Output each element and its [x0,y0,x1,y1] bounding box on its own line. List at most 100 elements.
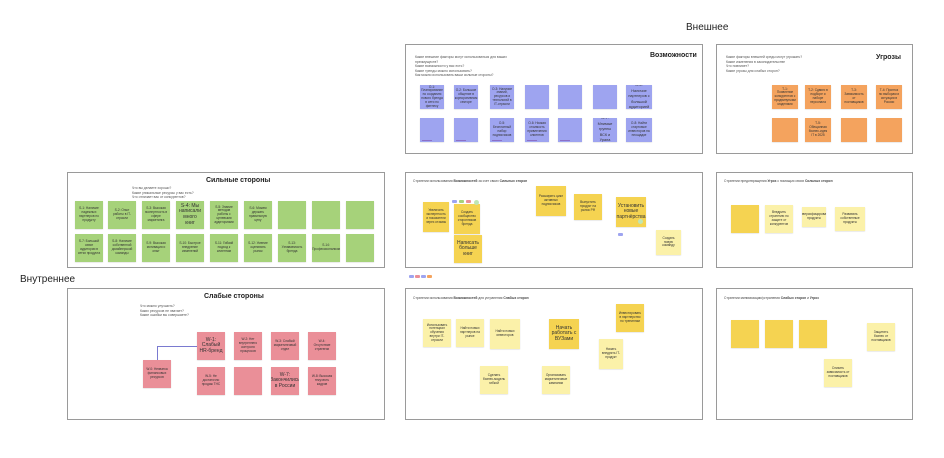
sticky-note[interactable]: W-7: Закончились в России [271,367,299,395]
sticky-note[interactable]: Выпустить продукт на рынок РФ [574,194,602,220]
sticky-note[interactable]: O-3: Наличие знаний, ресурсов и технолог… [490,85,514,109]
sticky-note[interactable]: S-2: Опыт работы в IT-отрасли [108,201,136,229]
sticky-note[interactable]: S-14: Профессионализм [312,234,340,262]
sticky-note[interactable]: Диверсифицировать продукты [802,207,826,227]
sticky-note[interactable]: Найти новых инвесторов [490,319,520,349]
sticky-note[interactable]: Начать внедрять IT-продукт [599,339,623,369]
sticky-note[interactable] [312,201,340,229]
sticky-note[interactable]: Установить новые партнёрства [616,197,646,227]
sticky-note[interactable]: S-12: Умение оценивать рынок [244,234,272,262]
sticky-note[interactable] [420,118,444,142]
sticky-note[interactable]: Т-2: Сдвиги в подборе и наборе персонала [805,85,831,109]
sticky-note[interactable]: Снизить зависимость от поставщиков [824,359,852,387]
sticky-note[interactable]: Сделать бизнес-модель гибкой [480,366,508,394]
sticky-note[interactable]: S-9: Высокая мотивация и опыт [142,234,170,262]
sticky-note[interactable] [876,118,902,142]
sticky-note[interactable]: W-4: Отсутствие стратегии [308,332,336,360]
sticky-note[interactable]: S-4: Мы написали много книг [176,201,204,229]
sticky-note[interactable]: O-8: Найти стартовые инвесторов на площа… [626,118,652,142]
sticky-note[interactable] [454,118,478,142]
sticky-note[interactable] [731,205,759,233]
sticky-note[interactable]: Защитить бизнес от поставщиков [867,323,895,351]
color-chip [427,275,432,278]
check-icon [638,219,643,224]
sticky-note[interactable]: Расширить цикл активных подписчиков [536,186,566,216]
sticky-note[interactable]: S-11: Гибкий подход к клиентам [210,234,238,262]
sticky-note[interactable]: O-6: Низкая стоимость привлечения клиент… [525,118,549,142]
sticky-note[interactable]: Т-3: Зависимость от поставщиков [841,85,867,109]
sticky-note[interactable]: Написать больше книг [454,235,482,263]
wt-hint: Стратегии минимизации/устранения Слабых … [724,296,819,300]
sticky-note[interactable] [346,201,374,229]
sticky-note[interactable] [278,201,306,229]
sticky-note[interactable]: O-5: Бесплатный набор подписчиков [490,118,514,142]
weaknesses-title: Слабые стороны [204,293,264,300]
strengths-questions: Что вы делаете хорошо? Какие уникальные … [132,186,194,200]
sticky-note[interactable]: Инвестировать в партнерство по тренингам [616,304,644,332]
heading-external: Внешнее [686,22,729,33]
so-strategies-frame[interactable]: Стратегии использования Возможностей за … [405,172,703,268]
sticky-note[interactable]: S-5: Знание методов работы с целевыми ау… [210,201,238,229]
sticky-note[interactable]: Т-5: Обещанная бизнес-идея IT в 2025 [805,118,831,142]
sticky-note[interactable]: S-8: Наличие собственной дизайнерской ко… [108,234,136,262]
sticky-note[interactable] [525,85,549,109]
sticky-note[interactable]: O-7: Мнимые группы ВСК и Урала [593,118,617,142]
sticky-note[interactable] [765,320,793,348]
heading-internal: Внутреннее [20,274,76,285]
color-chip [415,275,420,278]
wo-hint: Стратегии использования Возможностей для… [413,296,529,300]
sticky-note[interactable] [772,118,798,142]
sticky-note[interactable]: Создать новую команду [656,230,681,255]
sticky-note[interactable]: S-13: Узнаваемость бренда [278,234,306,262]
sticky-note[interactable]: S-3: Высокая экспертность в сфере маркет… [142,201,170,229]
weaknesses-frame[interactable]: Слабые стороны Что можно улучшить? Каких… [67,288,385,420]
threats-title: Угрозы [876,54,901,61]
threats-frame[interactable]: Какие факторы внешней среды могут угрожа… [716,44,913,154]
sticky-note[interactable]: W-8: Высокая текучесть кадров [308,367,336,395]
sticky-note[interactable]: S-6: Можем держать правильную цену [244,201,272,229]
sticky-note[interactable]: W-2: Нет внутреннего контроля процессов [234,332,262,360]
sticky-note[interactable] [558,85,582,109]
sticky-note[interactable]: W-0: Нехватка финансовых ресурсов [143,360,171,388]
strengths-frame[interactable]: Что вы делаете хорошо? Какие уникальные … [67,172,385,268]
wt-strategies-frame[interactable]: Стратегии минимизации/устранения Слабых … [716,288,913,420]
sticky-note[interactable] [731,320,759,348]
sticky-note[interactable]: S-10: Быстрое внедрение изменений [176,234,204,262]
weaknesses-questions: Что можно улучшить? Каких ресурсов не хв… [140,304,189,318]
sticky-note[interactable] [799,320,827,348]
opportunities-title: Возможности [650,52,697,59]
sticky-note[interactable] [346,234,374,262]
sticky-note[interactable]: Организовать маркетинговые кампании [542,366,570,394]
sticky-note[interactable]: W-5: Не достаточно продаж ТНС [197,367,225,395]
wo-strategies-frame[interactable]: Стратегии использования Возможностей для… [405,288,703,420]
st-strategies-frame[interactable]: Стратегии предотвращения Угроз с помощью… [716,172,913,268]
sticky-note[interactable]: S-7: Большой охват аудитории в сетях про… [75,234,103,262]
sticky-note[interactable]: Начать работать с ВУЗами [549,319,579,349]
sticky-note[interactable]: O-2: Большое общение в корпоративном сек… [454,85,478,109]
sticky-note[interactable]: Внедрить стратегию по защите от конкурен… [765,205,793,233]
opportunities-questions: Какие внешние факторы могут использовать… [415,55,507,78]
color-chip [452,200,457,203]
sticky-note[interactable]: O-4: Наличие партнеров с большой аудитор… [626,85,652,109]
opportunities-frame[interactable]: Какие внешние факторы могут использовать… [405,44,703,154]
sticky-note[interactable] [841,118,867,142]
sticky-note[interactable] [593,85,617,109]
sticky-note[interactable] [558,118,582,142]
sticky-note[interactable]: S-1: Наличие надежных партнеров по проду… [75,201,103,229]
color-chip [421,275,426,278]
sticky-note[interactable]: O-1: Планирование по созданию нового бре… [420,85,444,109]
sticky-note[interactable]: Т-4: Прогноз по выборам и ситуации в Рос… [876,85,902,109]
sticky-note[interactable]: Увеличить экспертность и показатели чере… [423,202,449,232]
sticky-note[interactable]: Создать сообщество сторонников бренда [454,204,480,234]
sticky-note[interactable] [234,367,262,395]
check-icon [474,200,479,205]
sticky-note[interactable]: W-1: Слабый HR-бренд [197,332,225,360]
sticky-note[interactable]: Найти новых партнеров на рынке [456,319,484,347]
threats-questions: Какие факторы внешней среды могут угрожа… [726,55,803,73]
connector-line [157,346,198,361]
sticky-note[interactable]: W-3: Слабый маркетинговый отдел [271,332,299,360]
so-hint: Стратегии использования Возможностей за … [413,179,528,183]
sticky-note[interactable]: Т-1: Появление конкурентов с продвинутым… [772,85,798,109]
sticky-note[interactable]: Использовать потенциал обучения внутри I… [423,319,451,347]
sticky-note[interactable]: Развивать собственные продукты [835,207,865,231]
